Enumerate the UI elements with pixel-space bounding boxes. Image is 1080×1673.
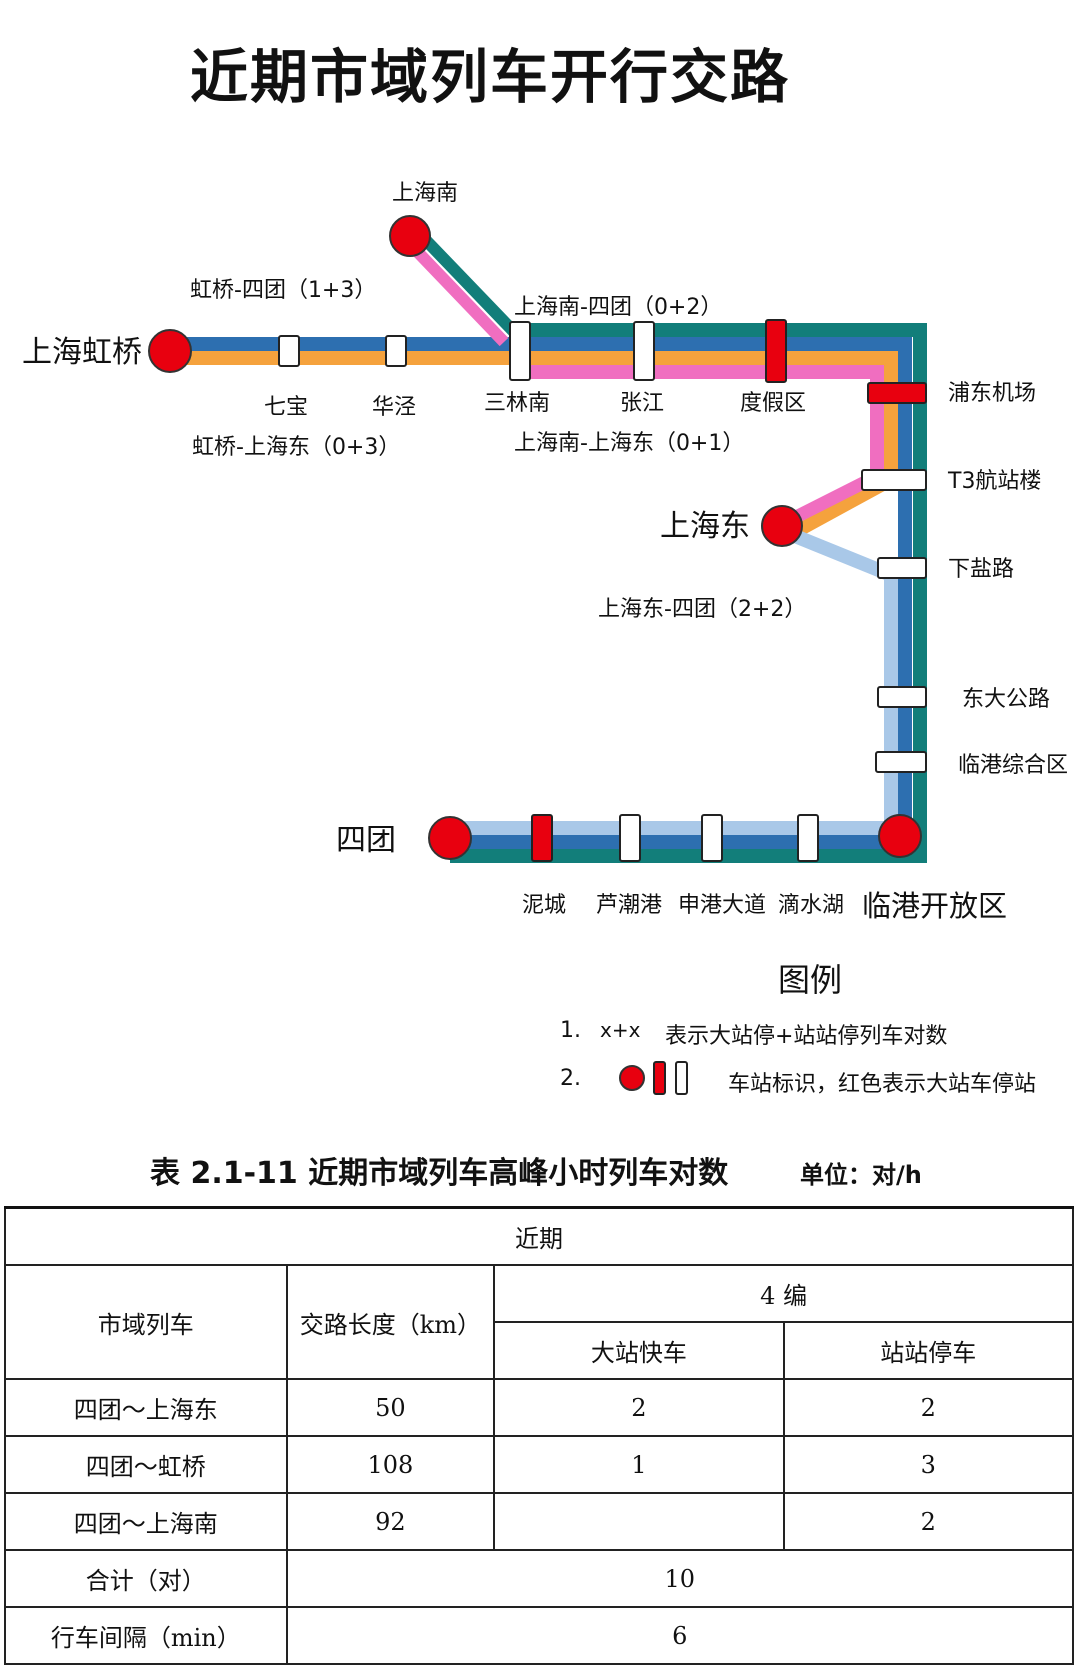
table-cell-express xyxy=(493,1492,785,1551)
legend-item-2-text: 车站标识，红色表示大站车停站 xyxy=(728,1072,1037,1097)
table-header-local: 站站停车 xyxy=(782,1321,1075,1380)
table-cell-name: 四团～上海南 xyxy=(4,1492,288,1551)
station-marker-nicheng xyxy=(531,814,553,862)
table-cell-length: 108 xyxy=(285,1435,496,1494)
table-cell-interval-label: 行车间隔（min） xyxy=(4,1606,288,1665)
station-label-dujiaqu: 度假区 xyxy=(740,391,806,416)
table-cell-period: 近期 xyxy=(4,1206,1074,1266)
table-header-formation: 4 编 xyxy=(493,1264,1074,1323)
table-header-length: 交路长度（km） xyxy=(285,1264,496,1380)
station-label-shenganggdadao: 申港大道 xyxy=(678,893,766,918)
station-label-dishuihu: 滴水湖 xyxy=(778,893,844,918)
line-shanghainan-pink xyxy=(405,239,509,347)
table-cell-name: 四团～上海东 xyxy=(4,1378,288,1437)
route-label-shanghaidong-situan: 上海东-四团（2+2） xyxy=(598,597,806,622)
station-label-t3: T3航站楼 xyxy=(947,469,1041,494)
station-marker-lingang-kaifang xyxy=(878,814,922,858)
line-shanghaidong-lightblue xyxy=(787,527,898,830)
table-row: 市域列车 交路长度（km） 4 编 xyxy=(4,1264,1074,1380)
table-row: 四团～上海南 92 2 xyxy=(4,1492,1075,1551)
legend-circle-icon xyxy=(619,1065,645,1091)
station-marker-dongdagonglu xyxy=(877,686,927,708)
station-label-situan: 四团 xyxy=(336,823,396,858)
station-label-shanghaidong: 上海东 xyxy=(660,509,750,544)
table-cell-name: 四团～虹桥 xyxy=(4,1435,288,1494)
table-cell-local: 2 xyxy=(782,1492,1075,1551)
station-marker-huajing xyxy=(385,335,407,367)
station-marker-t3 xyxy=(861,469,927,491)
table-cell-local: 2 xyxy=(782,1378,1075,1437)
legend-white-bar-icon xyxy=(675,1061,688,1095)
station-marker-dujiaqu xyxy=(765,319,787,383)
table-cell-local: 3 xyxy=(782,1435,1075,1494)
station-label-shanghainan: 上海南 xyxy=(392,181,458,206)
table-cell-total-value: 10 xyxy=(285,1549,1075,1608)
table-cell-total-label: 合计（对） xyxy=(4,1549,288,1608)
table-row: 合计（对） 10 xyxy=(4,1549,1075,1608)
legend-item-1-text: 表示大站停+站站停列车对数 xyxy=(665,1024,948,1049)
table-cell-length: 92 xyxy=(285,1492,496,1551)
table-unit: 单位：对/h xyxy=(800,1161,922,1189)
station-marker-pudong-airport xyxy=(867,382,927,404)
route-label-hongqiao-situan: 虹桥-四团（1+3） xyxy=(190,278,376,303)
station-label-lingang-kaifang: 临港开放区 xyxy=(862,889,1007,923)
station-marker-shanghainan xyxy=(389,215,431,257)
station-marker-shanghaidong xyxy=(761,505,803,547)
table-cell-express: 2 xyxy=(493,1378,785,1437)
line-trunk-pink xyxy=(510,365,884,478)
station-marker-qibao xyxy=(278,335,300,367)
table-row: 行车间隔（min） 6 xyxy=(4,1606,1075,1665)
station-label-luchaogang: 芦潮港 xyxy=(596,893,662,918)
page-title: 近期市域列车开行交路 xyxy=(189,43,790,111)
station-marker-dishuihu xyxy=(797,814,819,862)
route-label-shanghainan-situan: 上海南-四团（0+2） xyxy=(514,295,722,320)
station-marker-lingang-zonghe xyxy=(875,751,927,773)
station-label-qibao: 七宝 xyxy=(264,395,308,420)
line-trunk-teal xyxy=(510,323,927,863)
station-marker-shenganggdadao xyxy=(701,814,723,862)
station-marker-luchaogang xyxy=(619,814,641,862)
station-label-hongqiao: 上海虹桥 xyxy=(22,335,142,370)
station-label-huajing: 华泾 xyxy=(372,395,416,420)
station-marker-zhangjiang xyxy=(633,321,655,381)
table-row: 四团～虹桥 108 1 3 xyxy=(4,1435,1075,1494)
route-label-shanghainan-shanghaidong: 上海南-上海东（0+1） xyxy=(514,431,744,456)
table-row: 四团～上海东 50 2 2 xyxy=(4,1378,1075,1437)
train-pairs-table: 近期 市域列车 交路长度（km） 4 编 大站快车 站站停车 四团～上海东 50… xyxy=(4,1206,1075,1665)
table-header-express: 大站快车 xyxy=(493,1321,785,1380)
legend-red-bar-icon xyxy=(653,1061,666,1095)
legend-item-1-symbol: x+x xyxy=(600,1018,641,1042)
legend-item-2-number: 2. xyxy=(560,1066,581,1091)
table-cell-express: 1 xyxy=(493,1435,785,1494)
route-map: 上海南 上海虹桥 七宝 华泾 三林南 张江 度假区 浦东机场 T3航站楼 上海东… xyxy=(22,181,1068,1095)
station-marker-hongqiao xyxy=(148,329,192,373)
station-marker-sanlinnan xyxy=(509,321,531,381)
legend-item-1-number: 1. xyxy=(560,1018,581,1043)
table-cell-interval-value: 6 xyxy=(285,1606,1075,1665)
route-label-hongqiao-shanghaidong: 虹桥-上海东（0+3） xyxy=(192,435,400,460)
table-cell-length: 50 xyxy=(285,1378,496,1437)
table-row: 大站快车 站站停车 xyxy=(5,1321,1075,1380)
table-header-train: 市域列车 xyxy=(4,1264,288,1380)
line-shanghainan-teal xyxy=(413,227,521,339)
station-label-sanlinnan: 三林南 xyxy=(484,391,550,416)
station-label-zhangjiang: 张江 xyxy=(620,391,664,416)
station-label-nicheng: 泥城 xyxy=(522,893,566,918)
line-trunk-blue xyxy=(510,337,912,852)
station-label-xiayanlu: 下盐路 xyxy=(948,557,1014,582)
station-label-dongdagonglu: 东大公路 xyxy=(962,687,1050,712)
table-caption: 表 2.1-11 近期市域列车高峰小时列车对数 xyxy=(150,1156,729,1191)
station-marker-xiayanlu xyxy=(877,557,927,579)
station-label-lingang-zonghe: 临港综合区 xyxy=(958,753,1068,778)
table-row: 近期 xyxy=(4,1206,1074,1266)
station-label-pudong-airport: 浦东机场 xyxy=(948,381,1036,406)
legend-title: 图例 xyxy=(777,961,842,999)
station-marker-situan xyxy=(428,816,472,860)
